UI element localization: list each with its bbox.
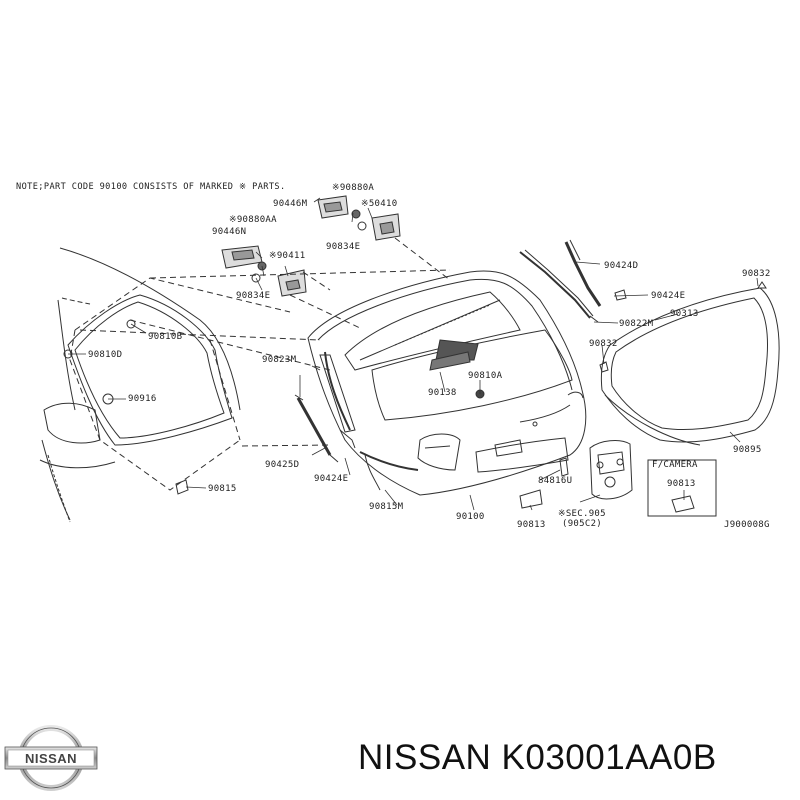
label-90823M: 90823M (262, 355, 297, 365)
hinge-assemblies (221, 195, 401, 297)
label-90424D: 90424D (604, 261, 638, 271)
label-f-camera: F/CAMERA (652, 460, 698, 470)
label-90815: 90815 (208, 484, 237, 494)
nissan-logo-text: NISSAN (25, 751, 77, 766)
label-90832: 90832 (589, 339, 618, 349)
label-90880AA: ※90880AA (229, 215, 277, 225)
assembly-guide-lines (79, 237, 451, 447)
gas-stay-assembly (294, 351, 419, 491)
label-90895: 90895 (733, 445, 762, 455)
label-90834E: 90834E (236, 291, 270, 301)
label-90810B: 90810B (148, 332, 182, 342)
label-90880A: ※90880A (332, 183, 374, 193)
weatherstrip-and-stay (519, 239, 602, 323)
diagram-note: NOTE;PART CODE 90100 CONSISTS OF MARKED … (16, 182, 286, 192)
label-90813-camera: 90813 (667, 479, 696, 489)
label-90446M: 90446M (273, 199, 308, 209)
small-fasteners (63, 281, 767, 517)
car-body-outline (39, 247, 291, 523)
label-905C2: (905C2) (562, 519, 602, 529)
part-labels: ※90880A 90446M ※50410 ※90880AA 90446N 90… (88, 183, 771, 530)
label-90446N: 90446N (212, 227, 246, 237)
nissan-logo: NISSAN (4, 725, 98, 791)
label-90100: 90100 (456, 512, 485, 522)
diagram-ref-code: J900008G (724, 520, 770, 530)
label-90411: ※90411 (269, 251, 305, 261)
rear-spoiler-90313 (600, 287, 780, 446)
label-90834E-top: 90834E (326, 242, 360, 252)
label-90425D: 90425D (265, 460, 299, 470)
label-90313: 90313 (670, 309, 699, 319)
label-90424E-lower: 90424E (314, 474, 348, 484)
part-number-title: NISSAN K03001AA0B (358, 738, 717, 777)
label-84816U: 84816U (538, 476, 572, 486)
label-90138: 90138 (428, 388, 457, 398)
label-90813: 90813 (517, 520, 546, 530)
label-90424E: 90424E (651, 291, 685, 301)
label-90810A: 90810A (468, 371, 503, 381)
label-90916: 90916 (128, 394, 157, 404)
label-sec-905: ※SEC.905 (558, 509, 606, 519)
tailgate-door-90100 (307, 270, 587, 496)
camera-box (647, 459, 717, 517)
label-50410: ※50410 (361, 199, 397, 209)
label-90822M: 90822M (619, 319, 654, 329)
leader-lines (68, 197, 759, 511)
label-90815M: 90815M (369, 502, 404, 512)
label-90832-top: 90832 (742, 269, 771, 279)
label-90810D: 90810D (88, 350, 122, 360)
